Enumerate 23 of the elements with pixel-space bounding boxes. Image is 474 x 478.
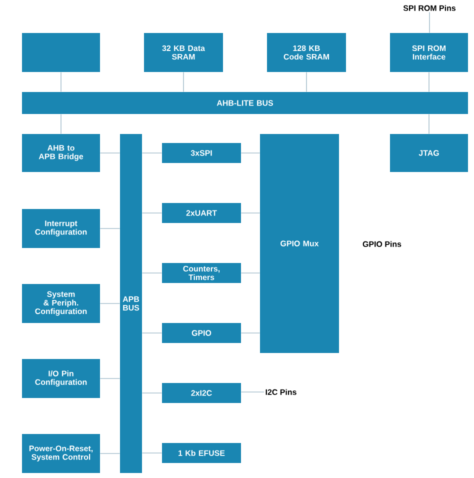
connector-line (142, 452, 162, 454)
connector-line (100, 228, 120, 229)
connector-line (142, 212, 162, 214)
connector-line (142, 392, 162, 394)
connector-line (240, 152, 260, 154)
connector-line (428, 72, 430, 92)
connector-line (60, 114, 62, 134)
connector-line (100, 303, 120, 304)
processor-box (22, 33, 100, 72)
connector-line (100, 378, 120, 379)
connector-line (240, 212, 260, 214)
connector-line (100, 453, 120, 454)
connector-line (428, 114, 430, 134)
connector-line (183, 72, 184, 92)
connector-line (240, 272, 260, 274)
connector-line (142, 332, 162, 334)
connector-line (429, 12, 430, 34)
connector-line (142, 152, 162, 154)
connector-line (60, 72, 62, 92)
connector-line (306, 72, 307, 92)
connector-line (240, 332, 260, 334)
connector-line (142, 272, 162, 274)
connector-line (100, 152, 120, 154)
